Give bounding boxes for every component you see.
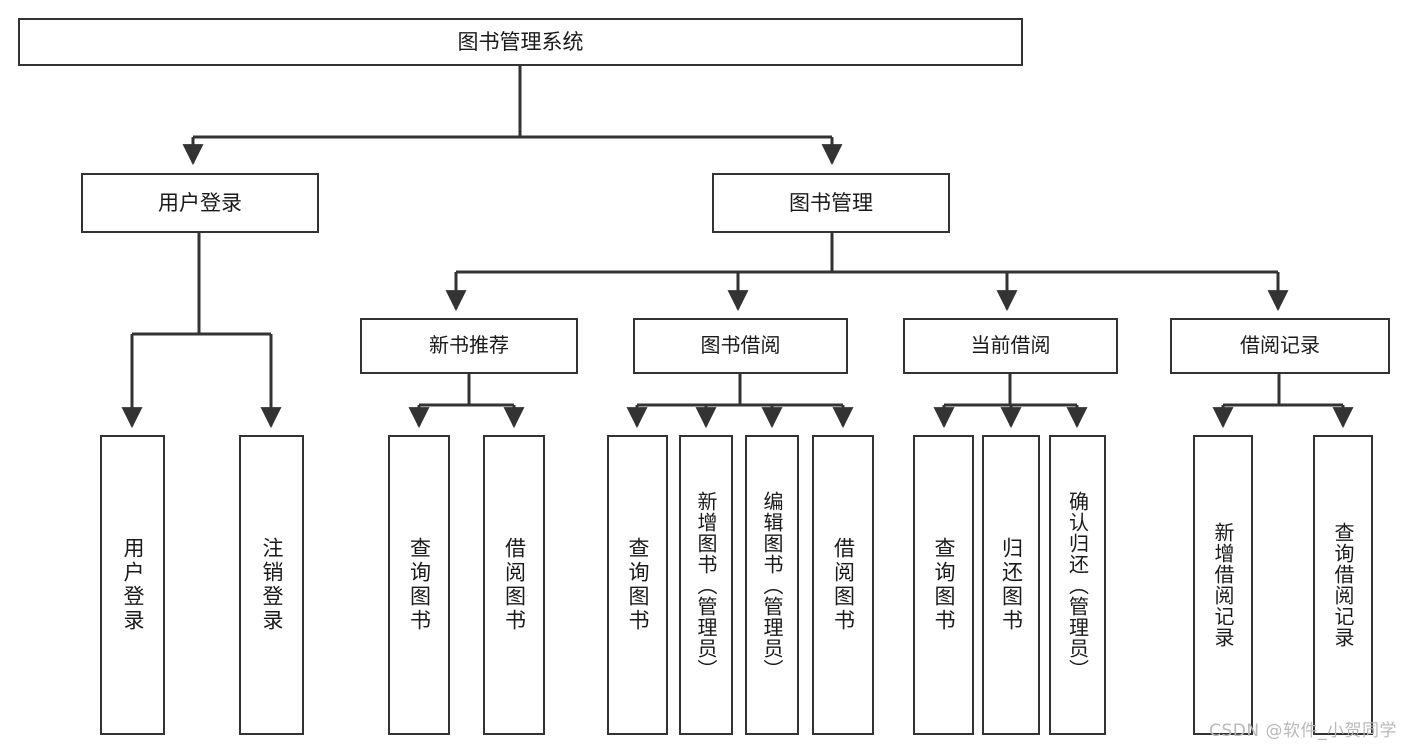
node-leaf-logout[interactable]: 注销登录: [239, 435, 304, 735]
node-label: 图书借阅: [700, 333, 781, 358]
node-leaf-add-book-admin[interactable]: 新增图书（管理员）: [679, 435, 733, 735]
node-label: 借阅记录: [1240, 333, 1320, 358]
node-leaf-edit-book-admin[interactable]: 编辑图书（管理员）: [745, 435, 799, 735]
node-label: 查询图书: [932, 537, 956, 633]
node-leaf-return-books[interactable]: 归还图书: [982, 435, 1040, 735]
node-label: 用户登录: [121, 537, 145, 633]
node-book-borrowing[interactable]: 图书借阅: [633, 318, 848, 374]
node-label: 用户登录: [158, 190, 242, 215]
node-leaf-query-borrow-record[interactable]: 查询借阅记录: [1313, 435, 1373, 735]
node-leaf-confirm-return-admin[interactable]: 确认归还（管理员）: [1049, 435, 1106, 735]
node-leaf-query-books-current[interactable]: 查询图书: [913, 435, 974, 735]
node-label: 新增借阅记录: [1211, 522, 1235, 648]
node-label: 图书管理系统: [457, 29, 584, 54]
node-label: 查询图书: [626, 537, 650, 633]
node-label: 编辑图书（管理员）: [760, 490, 784, 680]
node-user-login[interactable]: 用户登录: [81, 173, 319, 233]
node-current-borrowing[interactable]: 当前借阅: [903, 318, 1118, 374]
node-label: 借阅图书: [502, 537, 527, 633]
node-new-book-recommendation[interactable]: 新书推荐: [360, 318, 578, 374]
node-book-management[interactable]: 图书管理: [712, 173, 950, 233]
node-label: 查询图书: [407, 537, 432, 633]
node-label: 图书管理: [789, 190, 873, 215]
node-label: 借阅图书: [831, 537, 856, 633]
node-leaf-user-login[interactable]: 用户登录: [100, 435, 165, 735]
node-label: 确认归还（管理员）: [1065, 490, 1090, 680]
node-leaf-borrow-books-borrowing[interactable]: 借阅图书: [812, 435, 874, 735]
node-borrowing-records[interactable]: 借阅记录: [1170, 318, 1390, 374]
node-leaf-query-books-borrowing[interactable]: 查询图书: [607, 435, 668, 735]
watermark-text: CSDN @软件_小贺同学: [1209, 721, 1397, 741]
node-label: 新增图书（管理员）: [694, 490, 718, 680]
node-label: 注销登录: [260, 537, 284, 633]
node-leaf-borrow-books-recommendation[interactable]: 借阅图书: [483, 435, 545, 735]
node-label: 归还图书: [999, 537, 1024, 633]
node-leaf-query-books-recommendation[interactable]: 查询图书: [388, 435, 450, 735]
node-label: 查询借阅记录: [1331, 522, 1355, 648]
node-label: 新书推荐: [429, 333, 509, 358]
node-leaf-add-borrow-record[interactable]: 新增借阅记录: [1193, 435, 1253, 735]
node-label: 当前借阅: [970, 333, 1051, 358]
node-root-library-management-system[interactable]: 图书管理系统: [18, 18, 1023, 66]
